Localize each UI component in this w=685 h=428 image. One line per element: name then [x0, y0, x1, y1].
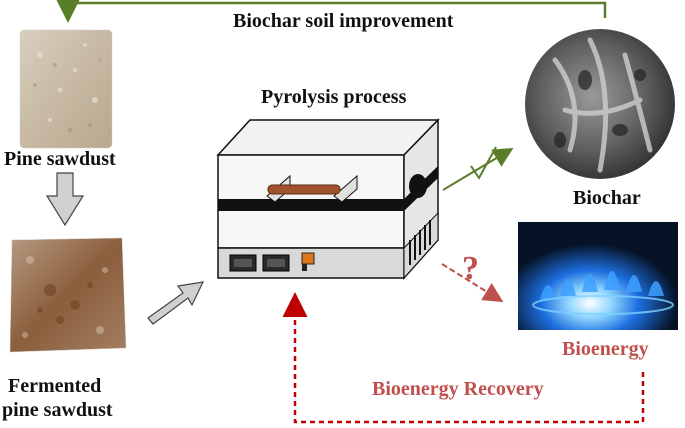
- bioenergy-flame-image: [518, 222, 678, 330]
- input-arrow-icon: [147, 281, 205, 325]
- loop-title: Biochar soil improvement: [233, 10, 454, 32]
- biochar-sem-image: [525, 29, 675, 179]
- fermented-sawdust-image: [9, 237, 127, 353]
- fermented-label-line1: Fermented: [8, 375, 102, 397]
- biochar-arrow: [442, 146, 514, 191]
- pyrolysis-label: Pyrolysis process: [261, 86, 407, 108]
- fermented-label-line2: pine sawdust: [2, 399, 113, 421]
- pine-sawdust-image: [19, 29, 113, 149]
- biochar-label: Biochar: [573, 187, 641, 209]
- bioenergy-recovery-loop: [282, 292, 645, 424]
- question-mark: ?: [462, 250, 479, 287]
- down-arrow-icon: [45, 172, 85, 227]
- recovery-label: Bioenergy Recovery: [372, 378, 544, 400]
- bioenergy-label: Bioenergy: [562, 338, 649, 360]
- bioenergy-arrow: [441, 263, 504, 303]
- soil-improvement-loop: [55, 0, 607, 23]
- pine-sawdust-label: Pine sawdust: [4, 148, 116, 170]
- pyrolysis-reactor: [216, 118, 440, 280]
